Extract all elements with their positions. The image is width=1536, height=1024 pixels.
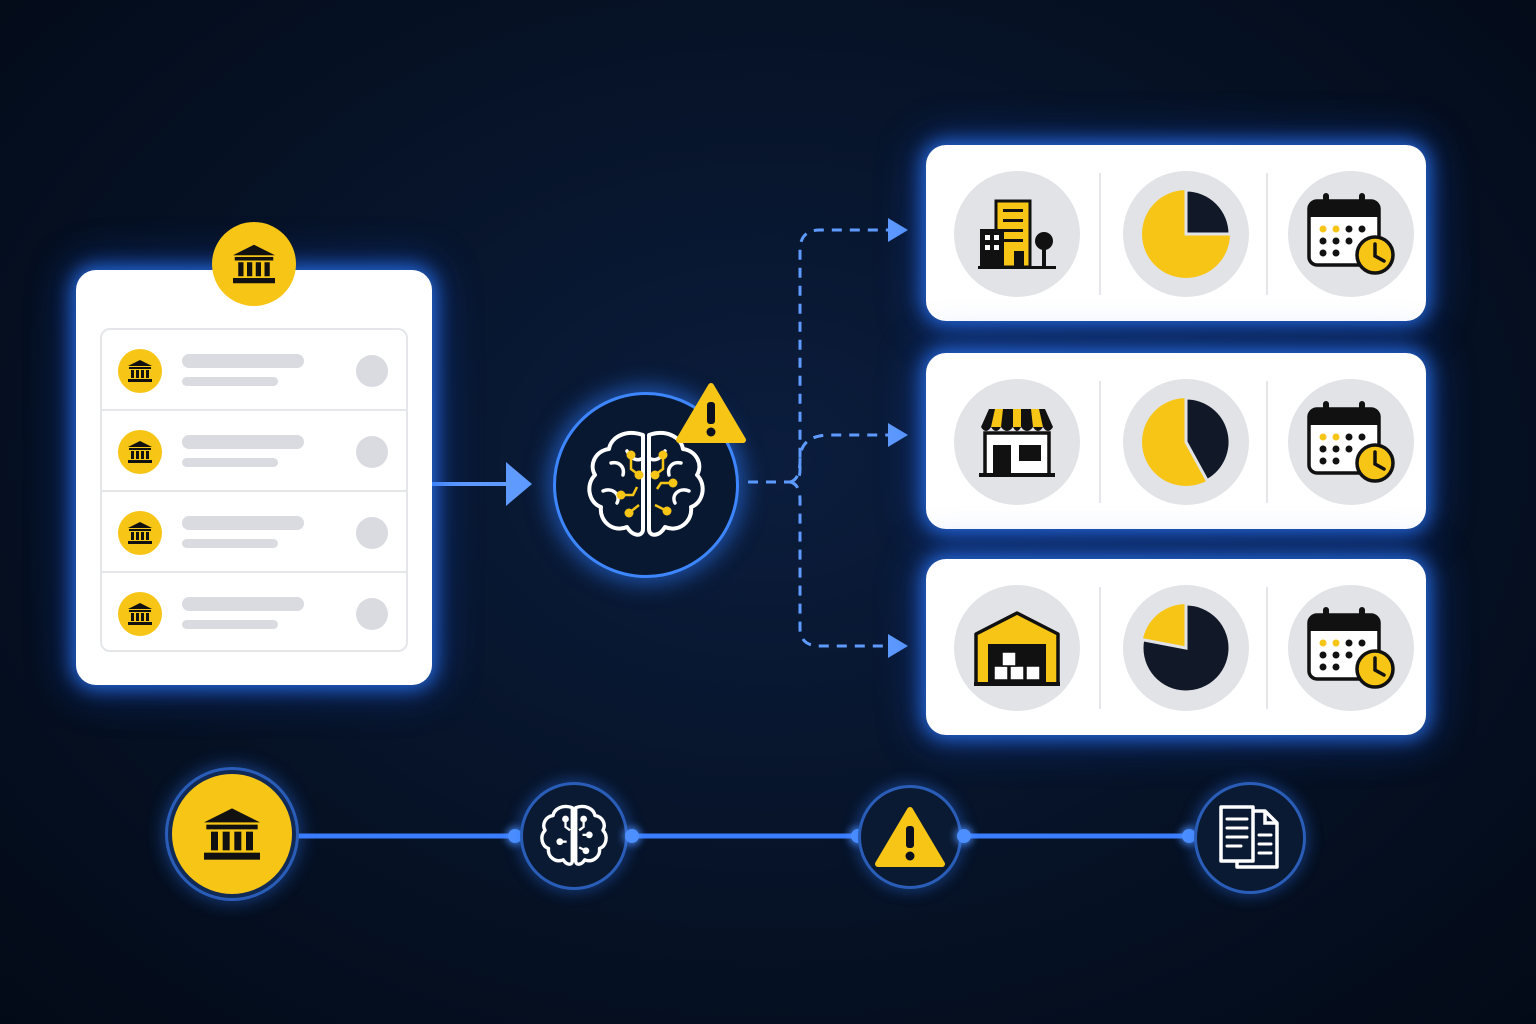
branch-connector-middle [789, 433, 890, 484]
source-arrowhead [506, 462, 532, 506]
row-subtitle-placeholder [182, 377, 278, 386]
brain-circuit-icon [540, 804, 608, 866]
pie-chart [1142, 396, 1232, 486]
pie-chart-icon [1123, 585, 1249, 711]
card-divider [1099, 587, 1101, 709]
warehouse-icon [954, 585, 1080, 711]
source-list-card [76, 270, 432, 685]
row-subtitle-placeholder [182, 539, 278, 548]
list-item[interactable] [102, 330, 406, 411]
pie-chart [1142, 188, 1232, 278]
output-card-office[interactable] [926, 145, 1426, 321]
row-title-placeholder [182, 516, 304, 530]
list-item[interactable] [102, 573, 406, 650]
card-divider [1099, 173, 1101, 295]
timeline-step-bank[interactable] [168, 770, 296, 898]
row-status-dot [356, 355, 388, 387]
source-list [100, 328, 408, 652]
row-subtitle-placeholder [182, 458, 278, 467]
row-subtitle-placeholder [182, 620, 278, 629]
pie-slice-dark [1140, 602, 1232, 694]
bank-icon [212, 222, 296, 306]
row-status-dot [356, 517, 388, 549]
arrowhead-bottom [888, 634, 908, 658]
pie-slice-dark [1184, 188, 1232, 236]
output-card-warehouse[interactable] [926, 559, 1426, 735]
arrowhead-middle [888, 423, 908, 447]
card-divider [1266, 173, 1268, 295]
brain-circuit-icon [587, 430, 705, 537]
row-status-dot [356, 436, 388, 468]
bank-icon [118, 592, 162, 636]
list-item[interactable] [102, 411, 406, 492]
card-divider [1266, 587, 1268, 709]
timeline-step-analysis[interactable] [520, 782, 628, 890]
warning-icon [676, 383, 746, 443]
arrowhead-top [888, 218, 908, 242]
timeline-connector-dot [508, 829, 522, 843]
pie-chart-icon [1123, 171, 1249, 297]
card-divider [1099, 381, 1101, 503]
branch-connector-bottom [789, 480, 890, 648]
office-building-icon [954, 171, 1080, 297]
pie-chart-icon [1123, 379, 1249, 505]
calendar-clock-icon [1288, 585, 1414, 711]
storefront-icon [954, 379, 1080, 505]
timeline-connector-dot [1182, 829, 1196, 843]
card-divider [1266, 381, 1268, 503]
row-title-placeholder [182, 435, 304, 449]
bank-icon [204, 808, 260, 860]
documents-icon [1219, 805, 1279, 869]
row-title-placeholder [182, 597, 304, 611]
timeline-step-report[interactable] [1194, 782, 1306, 894]
bank-icon [118, 511, 162, 555]
timeline-connector-dot [957, 829, 971, 843]
calendar-clock-icon [1288, 379, 1414, 505]
row-title-placeholder [182, 354, 304, 368]
calendar-clock-icon [1288, 171, 1414, 297]
pie-slice-dark [1184, 396, 1232, 483]
branch-connector-top [748, 228, 890, 484]
pie-chart [1140, 602, 1232, 694]
output-card-store[interactable] [926, 353, 1426, 529]
timeline-connector-dot [625, 829, 639, 843]
row-status-dot [356, 598, 388, 630]
list-item[interactable] [102, 492, 406, 573]
timeline-step-alert[interactable] [858, 785, 962, 889]
warning-icon [875, 807, 945, 867]
bank-icon [118, 430, 162, 474]
bank-icon [118, 349, 162, 393]
